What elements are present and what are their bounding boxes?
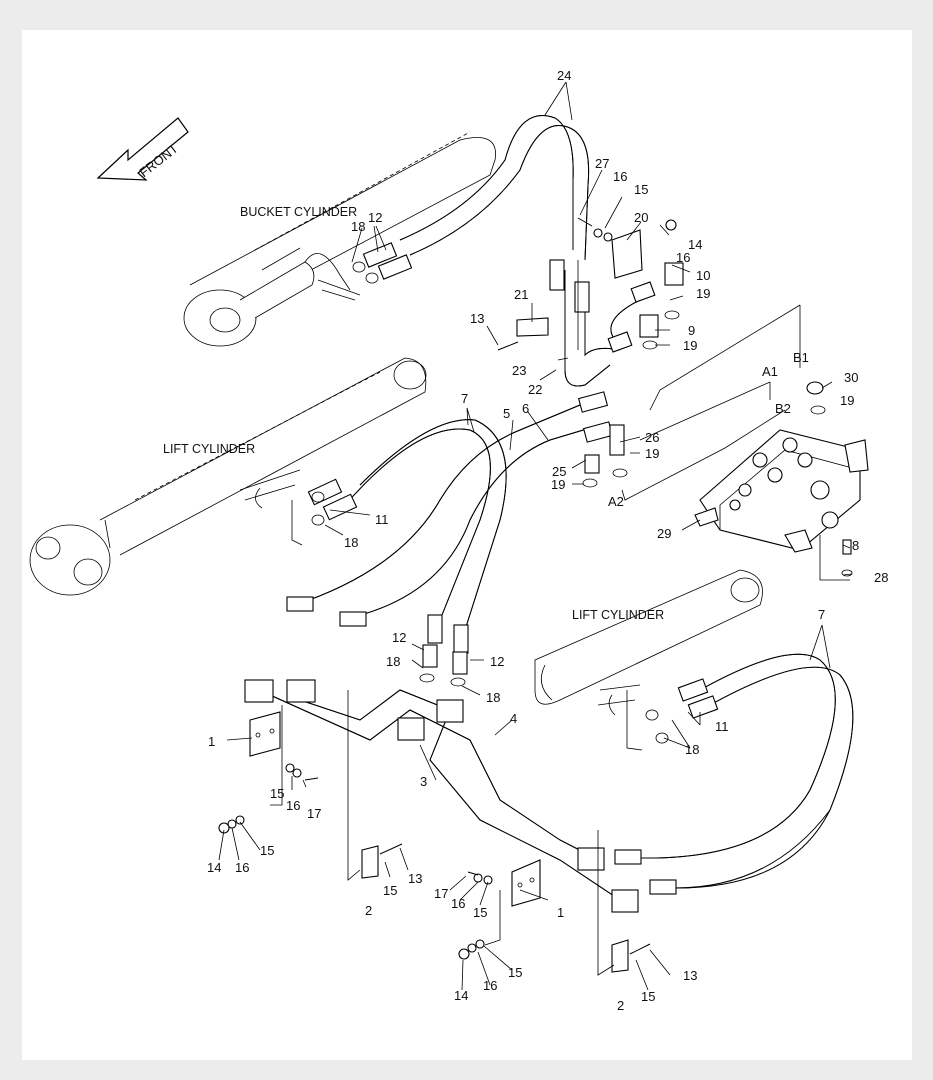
callout-15: 15: [270, 786, 284, 801]
callout-18: 18: [486, 690, 500, 705]
callout-19: 19: [683, 338, 697, 353]
lift-cylinder-label-right: LIFT CYLINDER: [572, 608, 664, 622]
callout-20: 20: [634, 210, 648, 225]
bucket-cylinder-label: BUCKET CYLINDER: [240, 205, 357, 219]
lower-pipes: [244, 679, 639, 913]
callout-14: 14: [454, 988, 468, 1003]
callout-11: 11: [375, 512, 389, 527]
callout-23: 23: [512, 363, 526, 378]
callout-27: 27: [595, 156, 609, 171]
callout-16: 16: [676, 250, 690, 265]
callout-15: 15: [641, 989, 655, 1004]
callout-15: 15: [383, 883, 397, 898]
callout-1: 1: [208, 734, 215, 749]
bucket-cylinder: [183, 131, 496, 347]
leader-lines: [218, 81, 853, 991]
callout-13: 13: [408, 871, 422, 886]
callout-5: 5: [503, 406, 510, 421]
callout-24: 24: [557, 68, 571, 83]
brackets-hardware: [218, 217, 826, 973]
callout-16: 16: [613, 169, 627, 184]
callout-21: 21: [514, 287, 528, 302]
callout-13: 13: [683, 968, 697, 983]
callout-15: 15: [260, 843, 274, 858]
callout-14: 14: [207, 860, 221, 875]
callout-17: 17: [307, 806, 321, 821]
callout-6: 6: [522, 401, 529, 416]
callout-19: 19: [551, 477, 565, 492]
diagram-frame: FRONT: [22, 30, 912, 1060]
callout-12: 12: [392, 630, 406, 645]
callout-14: 14: [688, 237, 702, 252]
bucket-hoses: [362, 115, 656, 387]
callout-2: 2: [617, 998, 624, 1013]
callout-7: 7: [461, 391, 468, 406]
callout-18: 18: [685, 742, 699, 757]
callout-13: 13: [470, 311, 484, 326]
callout-8: 8: [852, 538, 859, 553]
port-b2-label: B2: [775, 401, 791, 416]
callout-12: 12: [368, 210, 382, 225]
callout-16: 16: [286, 798, 300, 813]
callout-26: 26: [645, 430, 659, 445]
lift-cylinder-left: [29, 357, 427, 596]
callout-18: 18: [351, 219, 365, 234]
port-a2-label: A2: [608, 494, 624, 509]
callout-4: 4: [510, 711, 517, 726]
lift-hoses-lower: [614, 653, 854, 895]
callout-7: 7: [818, 607, 825, 622]
callout-numbers: 1 1 2 2 3 4 5 6 7 7 8 9 10 11 11 12 12 1…: [207, 68, 888, 1013]
callout-12: 12: [490, 654, 504, 669]
callout-25: 25: [552, 464, 566, 479]
callout-16: 16: [451, 896, 465, 911]
callout-15: 15: [473, 905, 487, 920]
callout-10: 10: [696, 268, 710, 283]
callout-15: 15: [634, 182, 648, 197]
callout-22: 22: [528, 382, 542, 397]
lift-cylinder-right: [534, 569, 763, 716]
callout-19: 19: [840, 393, 854, 408]
callout-1: 1: [557, 905, 564, 920]
callout-29: 29: [657, 526, 671, 541]
callout-28: 28: [874, 570, 888, 585]
callout-3: 3: [420, 774, 427, 789]
port-a1-label: A1: [762, 364, 778, 379]
callout-18: 18: [386, 654, 400, 669]
callout-18: 18: [344, 535, 358, 550]
callout-15: 15: [508, 965, 522, 980]
callout-19: 19: [645, 446, 659, 461]
callout-17: 17: [434, 886, 448, 901]
port-b1-label: B1: [793, 350, 809, 365]
callout-9: 9: [688, 323, 695, 338]
callout-16: 16: [235, 860, 249, 875]
lift-hoses-upper: [286, 391, 614, 654]
callout-30: 30: [844, 370, 858, 385]
lift-cylinder-label-left: LIFT CYLINDER: [163, 442, 255, 456]
callout-19: 19: [696, 286, 710, 301]
front-arrow-icon: FRONT: [96, 117, 189, 181]
callout-2: 2: [365, 903, 372, 918]
callout-16: 16: [483, 978, 497, 993]
callout-11: 11: [715, 719, 729, 734]
